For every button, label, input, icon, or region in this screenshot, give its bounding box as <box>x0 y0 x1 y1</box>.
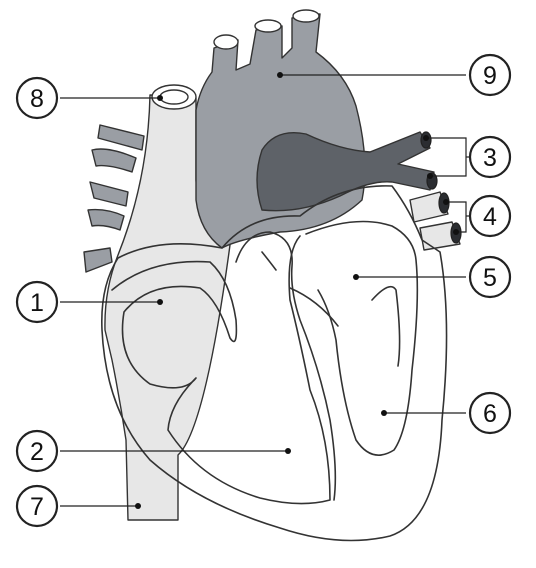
pulmonary-vein-lower <box>419 221 461 251</box>
dot-9 <box>277 72 283 78</box>
septum <box>235 231 337 501</box>
dot-6 <box>381 410 387 416</box>
callout-3-label: 3 <box>483 144 497 172</box>
dot-7 <box>135 503 141 509</box>
superior-vena-cava-lumen <box>159 89 189 105</box>
leader-lines <box>60 74 470 507</box>
dot-1 <box>157 299 163 305</box>
dot-5 <box>353 274 359 280</box>
right-chamber-wall <box>111 235 331 505</box>
callout-9-label: 9 <box>483 62 497 90</box>
callout-2-label: 2 <box>30 438 44 466</box>
callout-1: 1 <box>15 280 59 324</box>
aortic-branch-opening-2 <box>254 19 282 33</box>
mitral-valve <box>289 287 339 327</box>
chordae <box>371 285 401 367</box>
right-pulmonary-branches <box>83 124 145 273</box>
branch-2 <box>91 148 137 173</box>
dot-3a <box>423 135 429 141</box>
branch-3 <box>89 181 129 207</box>
left-chamber-wall <box>305 220 419 456</box>
pulmonary-artery <box>256 131 435 212</box>
callout-5: 5 <box>468 255 512 299</box>
aortic-branch-opening-1 <box>213 34 239 50</box>
leader-4 <box>446 201 467 233</box>
callout-1-label: 1 <box>30 289 44 317</box>
callout-3: 3 <box>468 135 512 179</box>
pulmonary-veins <box>409 191 462 251</box>
pointer-dots <box>135 72 459 509</box>
pulmonary-vein-upper <box>409 191 449 223</box>
branch-4 <box>87 208 125 231</box>
callout-6-label: 6 <box>483 400 497 428</box>
callout-6: 6 <box>468 391 512 435</box>
dot-2 <box>285 448 291 454</box>
septum-hook <box>261 251 277 271</box>
callout-2: 2 <box>15 429 59 473</box>
callout-8: 8 <box>15 76 59 120</box>
leader-3 <box>426 137 467 177</box>
dot-8 <box>157 95 163 101</box>
branch-1 <box>97 124 145 151</box>
dot-4a <box>443 199 449 205</box>
pulmonary-trunk <box>256 131 438 212</box>
heart-outer-wall <box>101 185 448 542</box>
branch-5 <box>83 247 113 273</box>
callout-9: 9 <box>468 53 512 97</box>
callout-8-label: 8 <box>30 85 44 113</box>
callout-7: 7 <box>15 484 59 528</box>
callout-4-label: 4 <box>483 203 497 231</box>
dot-3b <box>427 173 433 179</box>
aorta <box>195 9 366 249</box>
callout-5-label: 5 <box>483 264 497 292</box>
callout-7-label: 7 <box>30 493 44 521</box>
callout-4: 4 <box>468 194 512 238</box>
dot-4b <box>453 229 459 235</box>
aortic-branch-opening-3 <box>292 9 320 23</box>
